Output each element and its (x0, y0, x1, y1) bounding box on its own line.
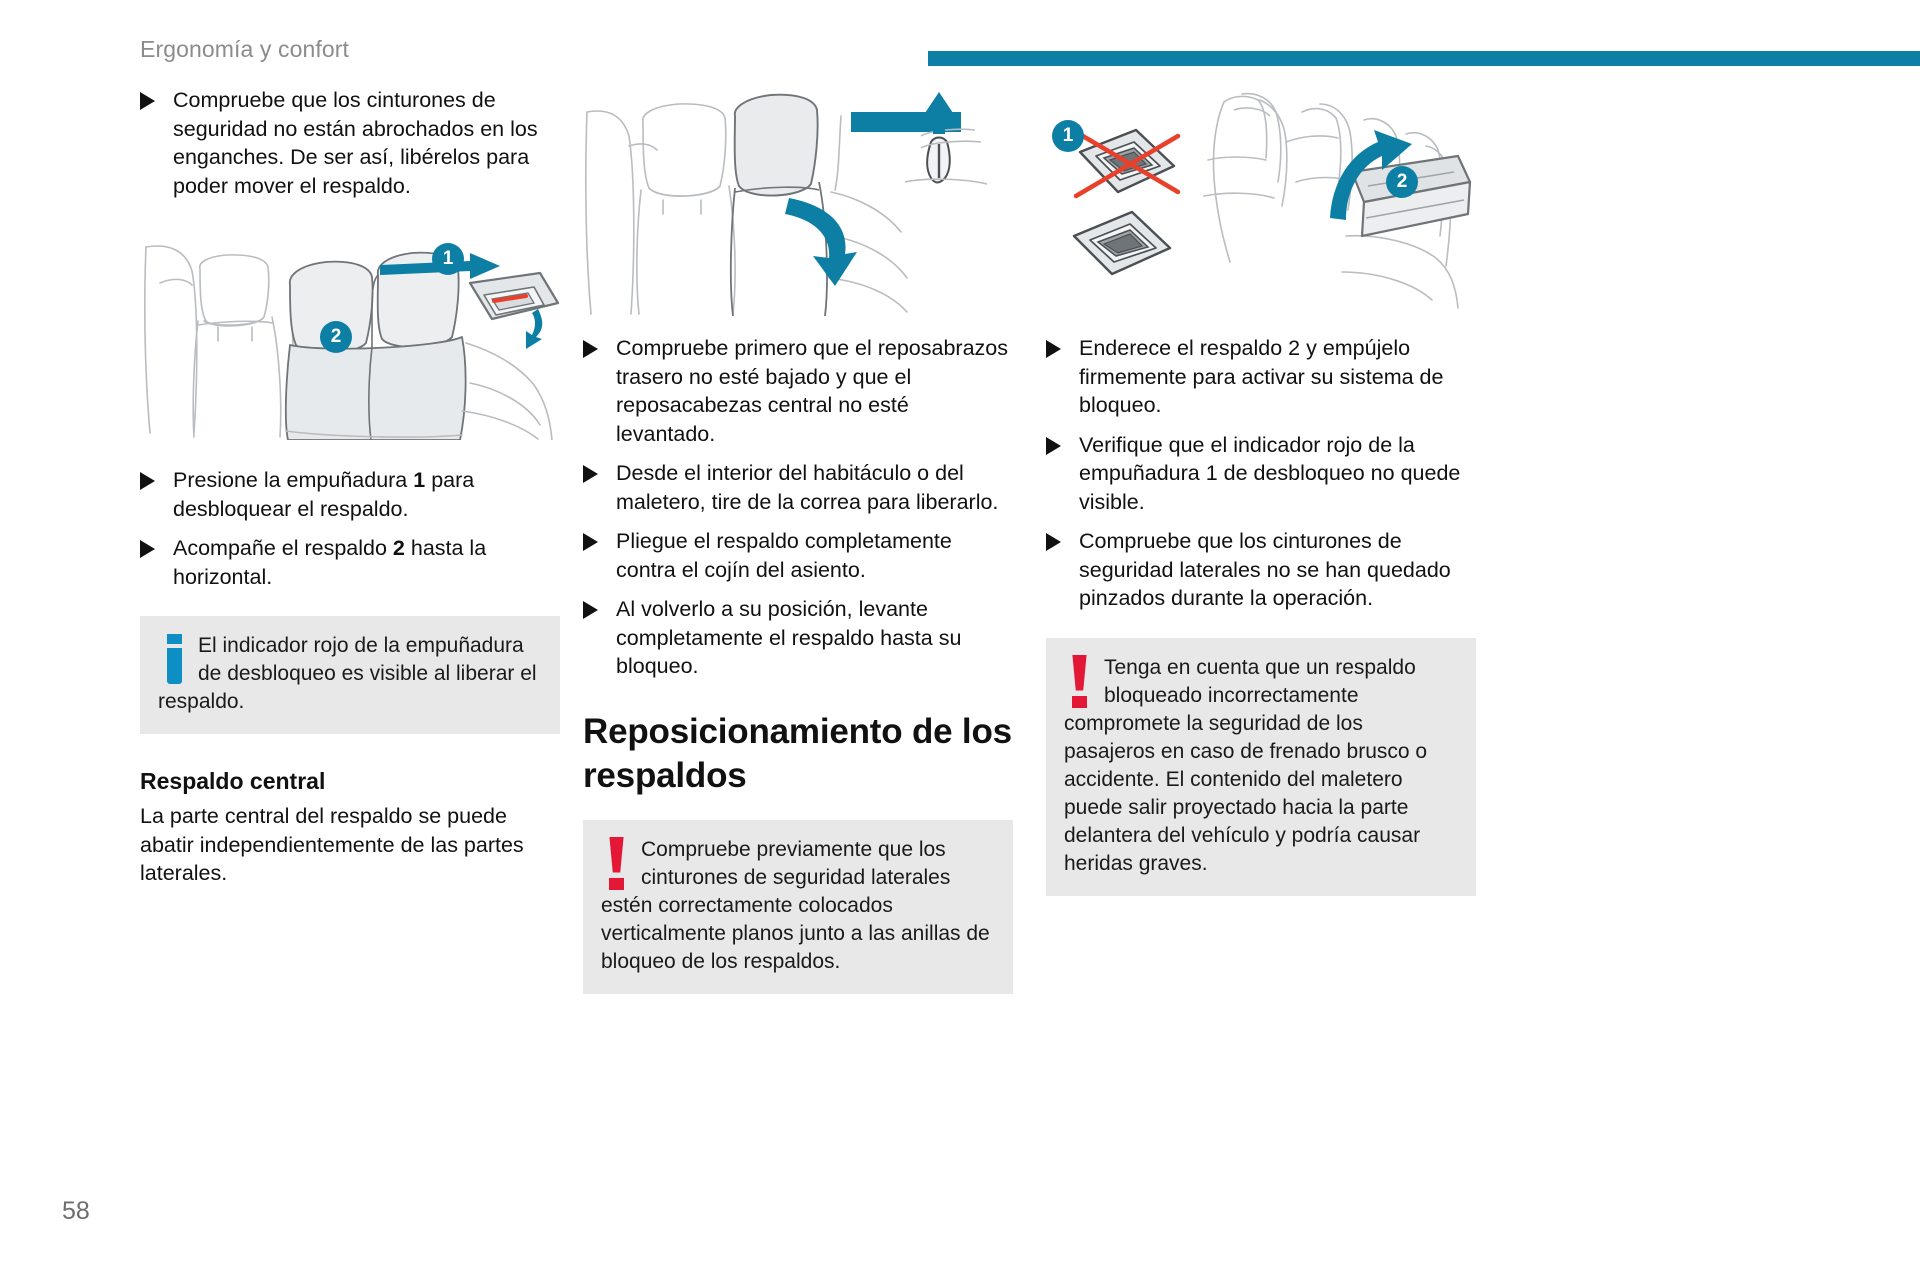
bullet-item: Compruebe que los cinturones de segurida… (140, 86, 560, 200)
bullet-item: Compruebe primero que el reposabrazos tr… (583, 334, 1013, 448)
triangle-bullet-icon (140, 472, 155, 490)
warning-notice-text: Compruebe previamente que los cinturones… (601, 837, 990, 973)
warning-notice: Compruebe previamente que los cinturones… (583, 819, 1013, 994)
warning-icon-dot (609, 877, 624, 890)
latch-wrong (1073, 128, 1181, 199)
warning-icon-dot (1072, 695, 1087, 708)
paragraph-respaldo-central: La parte central del respaldo se puede a… (140, 804, 524, 885)
bullet-item: Enderece el respaldo 2 y empújelo firmem… (1046, 334, 1476, 420)
column-2: Compruebe primero que el reposabrazos tr… (583, 86, 1013, 994)
strap-detail (904, 92, 988, 185)
info-notice-text: El indicador rojo de la empuñadura de de… (158, 634, 537, 713)
warning-icon-stem (609, 836, 624, 873)
figure-backrest-lock-indicator: 1 2 (1046, 86, 1476, 316)
raise-arrow (1330, 130, 1412, 220)
page-number: 58 (62, 1197, 90, 1225)
fold-arrow (785, 198, 857, 286)
warning-icon (1064, 654, 1098, 708)
warning-icon-stem (1072, 654, 1087, 691)
triangle-bullet-icon (583, 465, 598, 483)
running-head: Ergonomía y confort (140, 36, 350, 62)
bullet-item: Pliegue el respaldo completamente contra… (583, 527, 1013, 584)
triangle-bullet-icon (140, 540, 155, 558)
heading-reposicionamiento: Reposicionamiento de los respaldos (583, 711, 1012, 795)
triangle-bullet-icon (140, 92, 155, 110)
info-icon-stem (167, 648, 182, 684)
triangle-bullet-icon (583, 601, 598, 619)
column-1: Compruebe que los cinturones de segurida… (140, 86, 560, 888)
bullet-item: Desde el interior del habitáculo o del m… (583, 459, 1013, 516)
info-notice: El indicador rojo de la empuñadura de de… (140, 616, 560, 734)
bullet-item: Compruebe que los cinturones de segurida… (1046, 527, 1476, 613)
bullet-item: Acompañe el respaldo 2 hasta la horizont… (140, 534, 560, 591)
triangle-bullet-icon (1046, 436, 1061, 455)
info-icon (158, 632, 192, 686)
backrest-fold-headrest-illustration (585, 92, 988, 316)
header-rule (928, 51, 1920, 66)
callout-2: 2 (320, 321, 352, 353)
triangle-bullet-icon (583, 340, 598, 358)
warning-icon (601, 836, 635, 890)
figure-backrest-fold (583, 86, 1013, 316)
callout-2: 2 (1386, 166, 1418, 198)
figure-backrest-unlock: 1 2 (140, 225, 560, 440)
subheading-respaldo-central: Respaldo central (140, 768, 326, 794)
bullet-item: Al volverlo a su posición, levante compl… (583, 595, 1013, 681)
bullet-item: Presione la empuñadura 1 para desbloquea… (140, 466, 560, 523)
triangle-bullet-icon (583, 533, 598, 551)
handle-detail (468, 271, 560, 349)
triangle-bullet-icon (1046, 340, 1061, 358)
backrest-lock-indicator-illustration (1072, 92, 1472, 309)
rear-seat-backrest-unlock-illustration (144, 245, 560, 440)
info-icon-dot (167, 634, 182, 644)
triangle-bullet-icon (1046, 533, 1061, 551)
latch-correct (1072, 210, 1172, 276)
warning-notice-text: Tenga en cuenta que un respaldo bloquead… (1064, 655, 1428, 875)
callout-1: 1 (432, 243, 464, 275)
callout-1: 1 (1052, 120, 1084, 152)
warning-notice: Tenga en cuenta que un respaldo bloquead… (1046, 637, 1476, 896)
bullet-item: Verifique que el indicador rojo de la em… (1046, 431, 1476, 517)
column-3: 1 2 Enderece el respaldo 2 y empújelo fi… (1046, 86, 1476, 896)
